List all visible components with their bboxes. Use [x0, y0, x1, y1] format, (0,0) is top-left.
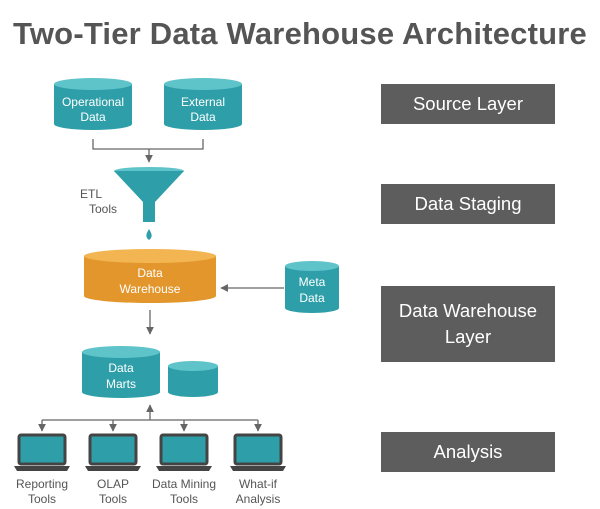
- data-warehouse-layer-label-2: Layer: [444, 326, 492, 347]
- data-staging-box: Data Staging: [381, 184, 555, 224]
- analysis-label: Analysis: [433, 441, 503, 462]
- data-marts-label-1: Data: [108, 361, 134, 375]
- external-data-label-1: External: [181, 95, 225, 109]
- meta-data-label-2: Data: [299, 291, 325, 305]
- source-layer-box: Source Layer: [381, 84, 555, 124]
- analysis-box: Analysis: [381, 432, 555, 472]
- data-warehouse-layer-box: Data Warehouse Layer: [381, 286, 555, 362]
- tool-label-2-1: Tools: [170, 492, 198, 506]
- tool-label-0-0: Reporting: [16, 477, 68, 491]
- data-warehouse-cylinder: Data Warehouse: [84, 249, 216, 303]
- operational-data-cylinder: Operational Data: [54, 78, 132, 130]
- data-marts-cylinder: Data Marts: [82, 346, 160, 398]
- meta-data-label-1: Meta: [299, 275, 326, 289]
- laptop-icon: [85, 433, 141, 471]
- funnel-icon: [114, 167, 184, 240]
- data-warehouse-label-2: Warehouse: [120, 282, 181, 296]
- tool-label-1-1: Tools: [99, 492, 127, 506]
- laptop-icon: [156, 433, 212, 471]
- operational-data-label-2: Data: [80, 110, 106, 124]
- diagram-title: Two-Tier Data Warehouse Architecture: [13, 16, 587, 51]
- tool-label-3-0: What-if: [239, 477, 278, 491]
- laptop-icon: [230, 433, 286, 471]
- tool-label-2-0: Data Mining: [152, 477, 216, 491]
- tool-label-0-1: Tools: [28, 492, 56, 506]
- data-staging-label: Data Staging: [414, 193, 522, 214]
- data-warehouse-layer-label-1: Data Warehouse: [398, 300, 538, 321]
- laptop-icon: [14, 433, 70, 471]
- meta-data-cylinder: Meta Data: [285, 261, 339, 313]
- external-data-cylinder: External Data: [164, 78, 242, 130]
- source-merge-connector: [92, 139, 204, 163]
- etl-label-1: ETL: [80, 187, 102, 201]
- tool-label-1-0: OLAP: [97, 477, 129, 491]
- tools-distribution-connector: [38, 404, 262, 432]
- tool-label-3-1: Analysis: [236, 492, 281, 506]
- etl-label-2: Tools: [89, 202, 117, 216]
- data-mart-small-cylinder: [168, 361, 218, 397]
- source-layer-label: Source Layer: [412, 93, 524, 114]
- data-warehouse-label-1: Data: [137, 266, 163, 280]
- data-marts-label-2: Marts: [106, 377, 136, 391]
- external-data-label-2: Data: [190, 110, 216, 124]
- operational-data-label-1: Operational: [62, 95, 124, 109]
